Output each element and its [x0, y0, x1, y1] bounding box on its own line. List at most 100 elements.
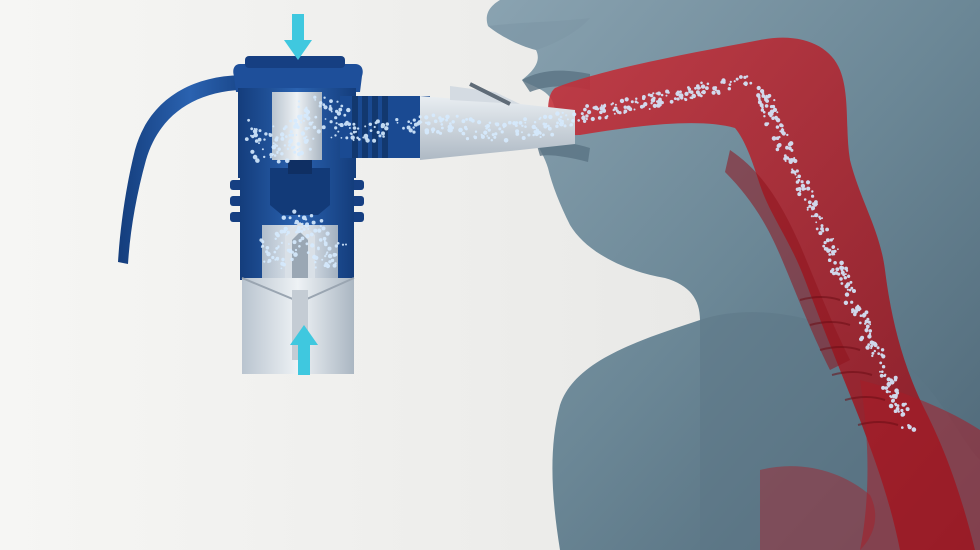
aerosol-droplet [386, 122, 389, 125]
aerosol-droplet [642, 97, 645, 100]
aerosol-droplet [821, 224, 824, 227]
aerosol-droplet [786, 134, 788, 136]
aerosol-droplet [294, 222, 296, 224]
aerosol-droplet [289, 134, 292, 137]
aerosol-droplet [863, 313, 867, 317]
aerosol-droplet [859, 322, 862, 325]
aerosol-droplet [667, 91, 670, 94]
aerosol-droplet [345, 136, 348, 139]
aerosol-droplet [763, 115, 765, 117]
aerosol-droplet [382, 135, 385, 138]
aerosol-droplet [492, 133, 495, 136]
aerosol-droplet [534, 132, 539, 137]
aerosol-droplet [324, 243, 328, 247]
aerosol-droplet [594, 106, 598, 110]
aerosol-droplet [791, 170, 795, 174]
aerosol-droplet [548, 115, 552, 119]
aerosol-droplet [298, 215, 300, 217]
aerosol-droplet [274, 154, 277, 157]
aerosol-droplet [781, 130, 785, 134]
aerosol-droplet [701, 84, 705, 88]
aerosol-droplet [565, 114, 567, 116]
aerosol-droplet [289, 216, 292, 219]
aerosol-droplet [338, 108, 342, 112]
aerosol-droplet [345, 244, 347, 246]
aerosol-droplet [323, 237, 327, 241]
aerosol-droplet [570, 123, 573, 126]
aerosol-droplet [274, 251, 277, 254]
aerosol-droplet [261, 240, 264, 243]
aerosol-droplet [778, 143, 782, 147]
aerosol-droplet [870, 347, 872, 349]
aerosol-droplet [648, 93, 651, 96]
aerosol-droplet [591, 117, 595, 121]
aerosol-droplet [797, 175, 801, 179]
aerosol-droplet [445, 115, 449, 119]
aerosol-droplet [542, 134, 545, 137]
aerosol-droplet [884, 374, 886, 376]
aerosol-droplet [729, 83, 732, 86]
aerosol-droplet [305, 107, 307, 109]
aerosol-droplet [358, 138, 361, 141]
aerosol-droplet [319, 101, 323, 105]
aerosol-droplet [661, 94, 664, 97]
aerosol-droplet [421, 121, 423, 123]
aerosol-droplet [297, 106, 300, 109]
aerosol-droplet [253, 129, 258, 134]
aerosol-droplet [889, 391, 891, 393]
aerosol-droplet [321, 259, 323, 261]
aerosol-droplet [839, 261, 844, 266]
aerosol-droplet [503, 126, 505, 128]
aerosol-droplet [310, 214, 313, 217]
aerosol-droplet [900, 409, 903, 412]
aerosol-droplet [831, 253, 834, 256]
aerosol-droplet [483, 131, 487, 135]
aerosol-droplet [807, 209, 809, 211]
aerosol-droplet [337, 111, 341, 115]
aerosol-droplet [830, 238, 833, 241]
aerosol-droplet [315, 266, 317, 268]
aerosol-droplet [452, 120, 455, 123]
aerosol-droplet [793, 159, 797, 163]
aerosol-droplet [837, 273, 840, 276]
aerosol-droplet [559, 119, 562, 122]
aerosol-droplet [901, 426, 904, 429]
aerosol-droplet [298, 245, 301, 248]
aerosol-droplet [508, 121, 512, 125]
aerosol-droplet [340, 123, 344, 127]
aerosol-droplet [504, 138, 509, 143]
aerosol-droplet [867, 334, 871, 338]
aerosol-droplet [821, 217, 823, 219]
aerosol-droplet [772, 136, 777, 141]
aerosol-droplet [587, 110, 591, 114]
aerosol-droplet [313, 126, 317, 130]
aerosol-droplet [894, 378, 897, 381]
aerosol-droplet [291, 134, 294, 137]
aerosol-droplet [285, 135, 288, 138]
aerosol-droplet [585, 104, 589, 108]
aerosol-droplet [785, 160, 787, 162]
aerosol-droplet [874, 350, 876, 352]
aerosol-droplet [807, 207, 809, 209]
aerosol-droplet [276, 145, 278, 147]
aerosol-droplet [871, 355, 873, 357]
aerosol-droplet [906, 407, 910, 411]
aerosol-droplet [277, 247, 279, 249]
aerosol-droplet [364, 125, 366, 127]
aerosol-droplet [326, 264, 330, 268]
aerosol-droplet [887, 377, 891, 381]
aerosol-droplet [891, 399, 895, 403]
aerosol-droplet [811, 190, 813, 192]
aerosol-droplet [343, 114, 346, 117]
aerosol-droplet [320, 225, 322, 227]
aerosol-droplet [293, 252, 298, 257]
aerosol-droplet [456, 115, 459, 118]
aerosol-droplet [290, 130, 293, 133]
aerosol-droplet [824, 241, 827, 244]
aerosol-droplet [836, 267, 840, 271]
aerosol-droplet [521, 131, 523, 133]
aerosol-droplet [425, 122, 427, 124]
aerosol-droplet [779, 130, 781, 132]
aerosol-droplet [536, 129, 539, 132]
aerosol-droplet [381, 131, 385, 135]
